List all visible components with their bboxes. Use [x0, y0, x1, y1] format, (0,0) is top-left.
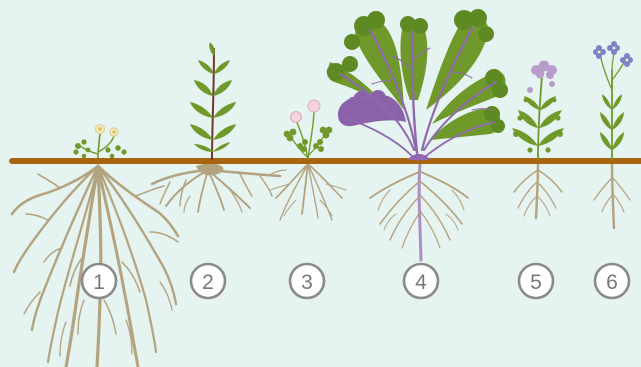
badge-5: 5: [519, 264, 553, 298]
badge-3: 3: [290, 264, 324, 298]
plant-1-shoot: [73, 124, 126, 158]
flower-icon: [308, 100, 320, 112]
plant-2-shoot: [190, 42, 236, 160]
badge-2-label: 2: [202, 271, 214, 294]
plant-4-shoot: [327, 9, 508, 160]
flower-icon: [527, 61, 557, 94]
plant-5-shoot: [512, 61, 564, 161]
flower-icon: [291, 112, 302, 123]
badge-1: 1: [82, 264, 116, 298]
plant-6-roots: [594, 164, 630, 228]
badge-2: 2: [191, 264, 225, 298]
badge-4: 4: [404, 264, 438, 298]
plant-6-shoot: [593, 41, 633, 160]
badge-5-label: 5: [530, 271, 542, 294]
badge-6-label: 6: [606, 271, 618, 294]
badge-3-label: 3: [301, 271, 313, 294]
plant-3-roots: [270, 164, 346, 220]
plant-3-shoot: [284, 100, 333, 160]
plant-5-roots: [514, 164, 562, 218]
badge-4-label: 4: [415, 271, 427, 294]
badge-1-label: 1: [93, 271, 105, 294]
plant-2-roots: [152, 164, 286, 212]
plant-4-roots: [370, 164, 468, 260]
badge-6: 6: [595, 264, 629, 298]
